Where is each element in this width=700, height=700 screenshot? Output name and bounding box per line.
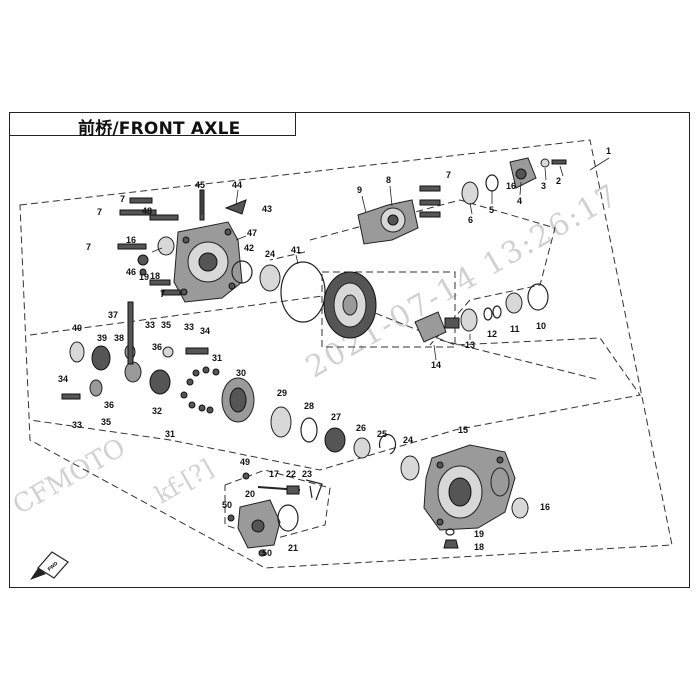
callout-42: 42 <box>244 243 254 253</box>
callout-46: 46 <box>126 267 136 277</box>
callout-29: 29 <box>277 388 287 398</box>
callout-labels: 1 2 3 4 5 6 7 8 9 10 11 12 13 14 15 16 7… <box>58 146 611 558</box>
callout-25: 25 <box>377 429 387 439</box>
callout-47: 47 <box>247 228 257 238</box>
callout-24-bottom: 24 <box>403 435 413 445</box>
guide-line-a <box>269 251 306 261</box>
callout-12: 12 <box>487 329 497 339</box>
callout-18-left: 18 <box>150 271 160 281</box>
drain-plug-18 <box>443 539 459 549</box>
differential-gear-set <box>61 301 209 400</box>
callout-3: 3 <box>541 181 546 191</box>
callout-37: 37 <box>108 310 118 320</box>
title-box <box>9 112 296 136</box>
callout-15: 15 <box>458 425 468 435</box>
callout-8: 8 <box>386 175 391 185</box>
callout-38: 38 <box>114 333 124 343</box>
bolt-cluster <box>180 366 220 414</box>
callout-45: 45 <box>195 180 205 190</box>
callout-39: 39 <box>97 333 107 343</box>
callout-31-b: 31 <box>165 429 175 439</box>
callout-22: 22 <box>286 469 296 479</box>
callout-41: 41 <box>291 245 301 255</box>
callout-16-right: 16 <box>540 502 550 512</box>
callout-36-b: 36 <box>104 400 114 410</box>
callout-48: 48 <box>142 206 152 216</box>
diagram-frame <box>9 112 690 588</box>
callout-40: 40 <box>72 323 82 333</box>
callout-33-c: 33 <box>72 420 82 430</box>
bearing-29 <box>270 406 292 438</box>
axle-flange-group <box>357 157 567 245</box>
callout-19-bottom: 19 <box>474 529 484 539</box>
callout-11: 11 <box>510 324 520 334</box>
callout-6: 6 <box>468 215 473 225</box>
callout-50-a: 50 <box>222 500 232 510</box>
callout-4: 4 <box>517 196 522 206</box>
callout-27: 27 <box>331 412 341 422</box>
washer-19 <box>445 528 455 536</box>
outer-assembly-outline <box>19 139 673 569</box>
callout-43: 43 <box>262 204 272 214</box>
o-ring-large <box>280 261 326 323</box>
callout-49: 49 <box>240 457 250 467</box>
left-cover-housing <box>173 221 243 303</box>
callout-20: 20 <box>245 489 255 499</box>
callout-44: 44 <box>232 180 242 190</box>
callout-23: 23 <box>302 469 312 479</box>
actuator-motor <box>227 499 299 557</box>
callout-18-bottom: 18 <box>474 542 484 552</box>
callout-30: 30 <box>236 368 246 378</box>
actuator-outline <box>224 469 331 541</box>
callout-2: 2 <box>556 176 561 186</box>
callout-32: 32 <box>152 406 162 416</box>
bearing-24 <box>400 455 420 481</box>
callout-35-a: 35 <box>161 320 171 330</box>
fwd-direction-badge <box>30 551 69 580</box>
page-title: 前桥/FRONT AXLE <box>78 119 241 139</box>
gear-27 <box>324 427 346 453</box>
ring-gear <box>323 271 377 339</box>
ring-pinion-box <box>321 271 456 348</box>
callout-7-c: 7 <box>86 242 91 252</box>
shim-28 <box>300 417 318 443</box>
callout-19-left: 19 <box>139 272 149 282</box>
leader-lines <box>151 157 610 361</box>
pinion-bearing-stack <box>460 283 549 332</box>
callout-7-d: 7 <box>160 289 165 299</box>
snap-ring-25 <box>378 433 397 455</box>
sleeve-26 <box>353 437 371 459</box>
guide-line-b <box>439 339 601 381</box>
pinion-gear <box>414 311 460 343</box>
callout-35-b: 35 <box>101 417 111 427</box>
callout-21: 21 <box>288 543 298 553</box>
callout-34-a: 34 <box>200 326 210 336</box>
differential-case <box>221 377 255 423</box>
callout-14: 14 <box>431 360 441 370</box>
callout-1: 1 <box>606 146 611 156</box>
callout-17: 17 <box>269 469 279 479</box>
callout-33-a: 33 <box>145 320 155 330</box>
callout-16-top: 16 <box>506 181 516 191</box>
callout-28: 28 <box>304 401 314 411</box>
actuator-linkage <box>242 472 323 501</box>
callout-10: 10 <box>536 321 546 331</box>
callout-9: 9 <box>357 185 362 195</box>
callout-7-top: 7 <box>446 170 451 180</box>
callout-7-a: 7 <box>120 194 125 204</box>
callout-26: 26 <box>356 423 366 433</box>
callout-7-b: 7 <box>97 207 102 217</box>
callout-36-a: 36 <box>152 342 162 352</box>
callout-24-top: 24 <box>265 249 275 259</box>
callout-31-a: 31 <box>212 353 222 363</box>
callout-34-b: 34 <box>58 374 68 384</box>
callout-5: 5 <box>489 205 494 215</box>
callout-16-left: 16 <box>126 235 136 245</box>
callout-13: 13 <box>465 340 475 350</box>
callout-50-b: 50 <box>262 548 272 558</box>
callout-33-b: 33 <box>184 322 194 332</box>
main-axle-housing <box>423 444 516 531</box>
seal-16 <box>511 497 529 519</box>
